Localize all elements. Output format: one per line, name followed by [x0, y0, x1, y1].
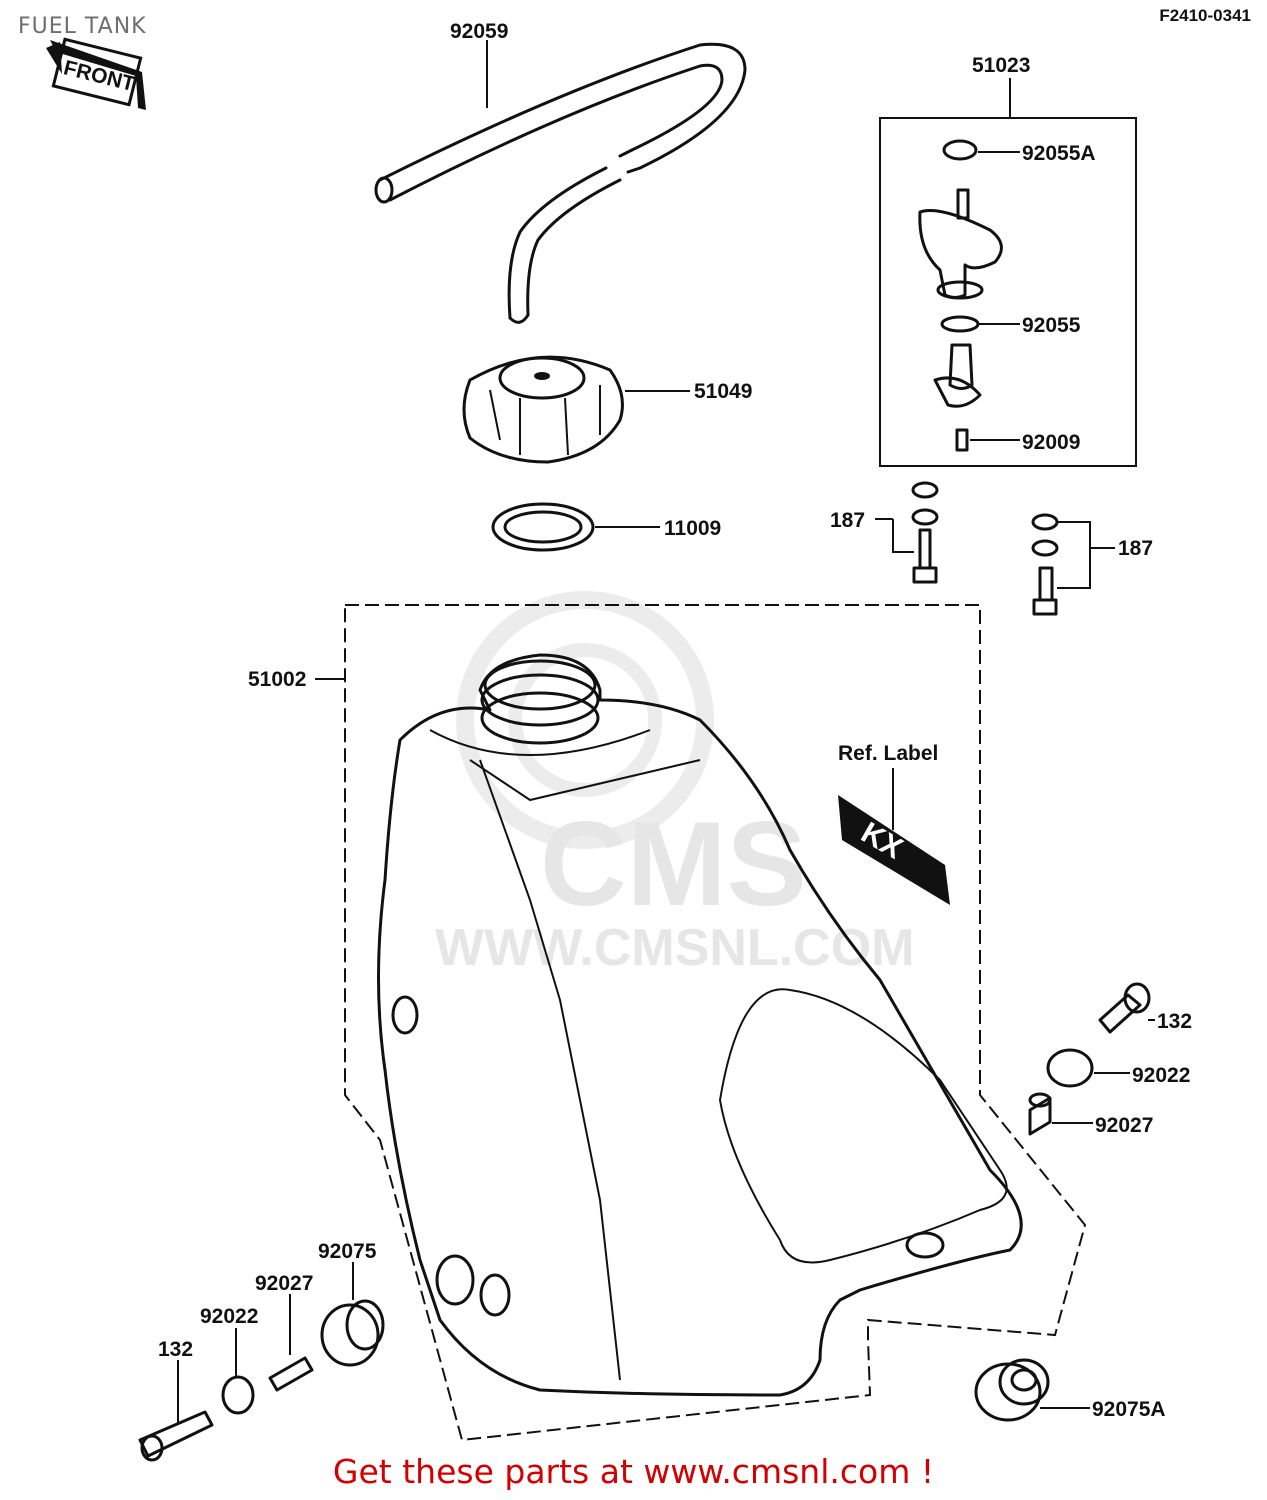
hose [374, 42, 747, 324]
right-mount-hardware [1028, 982, 1151, 1136]
part-label-92022-right: 92022 [1132, 1064, 1190, 1087]
part-label-11009: 11009 [664, 517, 721, 540]
part-label-51049: 51049 [694, 380, 752, 403]
watermark-brand: CMS [540, 797, 807, 931]
fuel-cock-assembly [879, 117, 1137, 467]
footer-cta[interactable]: Get these parts at www.cmsnl.com ! [332, 1452, 935, 1491]
part-label-187-right: 187 [1118, 537, 1153, 560]
watermark-url: WWW.CMSNL.COM [435, 919, 914, 977]
rear-damper [974, 1358, 1050, 1422]
part-label-51002: 51002 [248, 668, 306, 691]
label-sticker: KX [838, 768, 950, 905]
part-label-187-left: 187 [830, 509, 865, 532]
part-label-92027-right: 92027 [1095, 1114, 1153, 1137]
left-mount-hardware [138, 1299, 385, 1462]
ref-label-note: Ref. Label [838, 742, 938, 765]
part-label-92059: 92059 [450, 20, 508, 43]
part-label-132-left: 132 [158, 1338, 193, 1361]
part-label-132-right: 132 [1157, 1010, 1192, 1033]
part-label-92027-left: 92027 [255, 1272, 313, 1295]
front-marker: FRONT [46, 37, 146, 110]
figure-code: F2410-0341 [1159, 6, 1251, 25]
watermark: CMS WWW.CMSNL.COM [435, 591, 914, 977]
part-label-92075a: 92075A [1092, 1398, 1166, 1421]
part-label-92009: 92009 [1022, 431, 1080, 454]
part-label-92055: 92055 [1022, 314, 1081, 337]
fuel-cap [462, 355, 624, 464]
bolt-set-left [875, 481, 939, 584]
part-label-92022-left: 92022 [200, 1305, 258, 1328]
gasket [491, 502, 595, 552]
fuel-tank [344, 604, 1087, 1442]
part-label-92075-left: 92075 [318, 1240, 377, 1263]
part-label-51023: 51023 [972, 54, 1030, 77]
part-label-92055a: 92055A [1022, 142, 1096, 165]
page-title: FUEL TANK [18, 14, 147, 39]
bolt-set-right [1031, 513, 1115, 616]
leader-lines [177, 40, 1155, 1425]
